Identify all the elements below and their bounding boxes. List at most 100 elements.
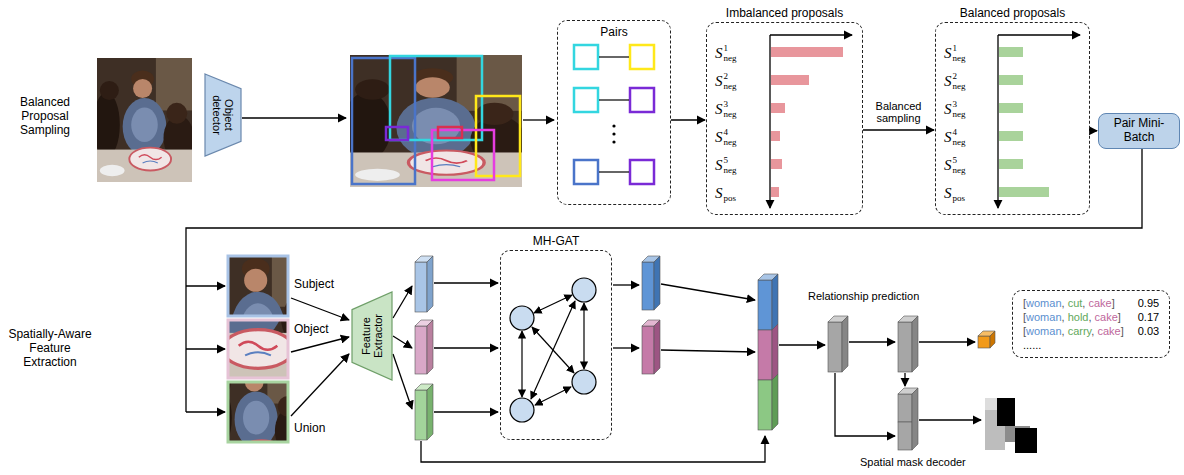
index-stack: 5neg [724,155,737,175]
illustration-part [999,47,1023,57]
index-stack: 4neg [953,127,966,147]
illustration-part [599,171,629,172]
panel-heading: MH-GAT [481,234,631,248]
spatial-mask [985,398,1037,453]
bracket: [ [1023,325,1026,337]
stage-label: Relationship prediction [808,290,919,303]
illustration-part [912,388,918,450]
illustration-part [393,354,412,409]
illustration-part [186,411,225,412]
illustration-part [93,58,194,182]
bracket: ] [1118,311,1121,323]
illustration-part [771,159,782,169]
superscript: 4 [724,127,737,137]
prediction-text: [woman, cut, cake] [1023,297,1124,309]
illustration-part [427,256,433,312]
illustration-part [642,262,654,310]
illustration-part [393,336,412,348]
flow-connector [671,119,705,120]
set-label: S1neg [944,43,966,63]
set-label: S5neg [944,155,966,175]
illustration-part [898,422,912,450]
feature-bars [415,256,995,450]
superscript: 5 [953,155,966,165]
separator: , [1088,311,1094,323]
rotated-title: Feature Extractor [360,307,384,365]
illustration-part [352,58,415,184]
union-frame [228,382,288,442]
illustration-part [999,187,1049,197]
set-label: Spos [944,183,965,203]
illustration-part [771,103,785,113]
subscript: neg [953,165,966,175]
set-label: Spos [715,183,736,203]
score: 0.95 [1138,297,1159,309]
input-label: Object [294,323,329,337]
flow-connector [863,129,934,130]
pair-links [599,57,629,172]
illustration-part [583,303,584,369]
illustration-part [613,284,639,285]
illustration-part [427,320,433,374]
separator: , [1091,325,1097,337]
illustration-part [599,56,629,57]
illustration-part [434,411,498,412]
illustration-part [758,280,772,330]
panel-heading: Pairs [558,25,670,39]
illustration-part [772,374,778,430]
input-label: Subject [294,278,334,292]
panel-heading: Imbalanced proposals [687,6,882,20]
illustration-part [758,330,772,380]
illustration-part [654,256,660,310]
symbol-base: S [944,73,952,90]
illustration-part [978,336,990,348]
symbol-base: S [715,129,723,146]
illustration-part [434,282,498,283]
prediction-text: [woman, carry, cake] [1023,325,1124,337]
superscript: 2 [953,71,966,81]
input-photo [93,58,194,182]
pairs-panel: Pairs [557,20,671,205]
illustration-part [535,387,571,405]
illustration-part [415,262,427,312]
set-label: S3neg [944,99,966,119]
illustration-part [630,45,654,69]
balanced-bars [999,47,1049,197]
index-stack: 1neg [724,43,737,63]
illustration-part [771,47,843,57]
graph-attention-panel: MH-GAT [500,250,612,440]
illustration-part [612,132,615,135]
set-label: S5neg [715,155,737,175]
set-label: S2neg [944,71,966,91]
index-stack: 3neg [953,99,966,119]
detected-photo [343,55,525,187]
subscript: neg [953,137,966,147]
illustration-part [574,160,598,184]
illustration-part [572,370,596,394]
subscript: pos [724,193,737,203]
illustration-part [599,99,629,100]
triple-term: cake [1095,311,1118,323]
illustration-part [531,301,575,399]
illustration-part [427,384,433,440]
illustration-part [186,285,225,286]
batch-box: Pair Mini-Batch [1098,113,1180,149]
triple-term: woman [1026,297,1061,309]
extractor-trapezoid: Feature Extractor [352,292,392,380]
illustration-part [999,159,1023,169]
illustration-part [661,350,755,352]
illustration-part [415,326,427,374]
superscript: 3 [953,99,966,109]
illustration-part [769,35,770,208]
illustration-part [997,35,998,208]
triple-term: woman [1026,311,1061,323]
subscript: neg [953,53,966,63]
illustration-part [612,124,615,127]
triple-term: woman [1026,325,1061,337]
illustration-part [386,127,408,140]
superscript [953,183,966,193]
subscript: neg [724,53,737,63]
illustration-part [415,390,427,440]
